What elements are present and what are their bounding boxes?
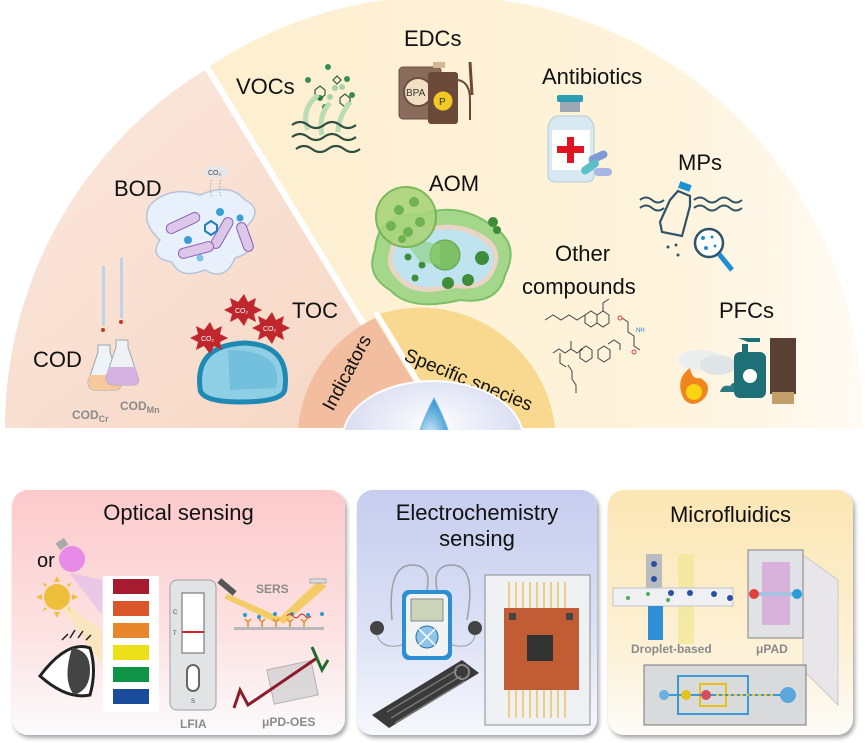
- sun-icon: [36, 576, 78, 618]
- vocs-label: VOCs: [236, 74, 295, 99]
- bod-label: BOD: [114, 176, 162, 201]
- cod-label: COD: [33, 347, 82, 372]
- mps-label: MPs: [678, 150, 722, 175]
- bpa-badge: BPA: [406, 88, 426, 99]
- lfia-strip-icon: C T S: [169, 579, 217, 711]
- toc-label: TOC: [292, 298, 338, 323]
- titration-flasks-icon: [87, 258, 139, 391]
- p-badge: P: [439, 97, 446, 108]
- pfcs-label: PFCs: [719, 298, 774, 323]
- bpa-pesticide-icon: BPA P: [398, 61, 474, 124]
- color-band: [113, 601, 149, 616]
- nh-text: NH: [636, 328, 645, 334]
- upad-label: μPAD: [756, 642, 788, 656]
- color-band: [113, 645, 149, 660]
- antibiotics-label: Antibiotics: [542, 64, 642, 89]
- electrochemistry-illustration: [370, 564, 591, 728]
- foam-bottle-icon: [678, 338, 796, 404]
- optical-sensing-illustration: or C T S LFIA: [36, 537, 330, 731]
- upad-chip-icon: [747, 549, 839, 707]
- upd-oes-icon: [232, 646, 330, 709]
- electrochemistry-title-line2: sensing: [439, 526, 515, 551]
- specific-species-band: [380, 307, 555, 428]
- potentiostat-device-icon: [370, 564, 482, 660]
- droplet-chip-icon: [612, 554, 734, 644]
- integrated-chip-icon: [643, 664, 807, 726]
- lfia-label: LFIA: [180, 717, 207, 731]
- optical-sensing-title: Optical sensing: [103, 500, 254, 525]
- chemical-structures-icon: NH: [544, 298, 645, 393]
- droplet-based-label: Droplet-based: [631, 642, 712, 656]
- cod-mn-label: CODMn: [120, 399, 160, 415]
- screen-printed-electrode-icon: [372, 660, 479, 728]
- microfluidics-illustration: Droplet-based μPAD: [612, 549, 839, 726]
- edcs-label: EDCs: [404, 26, 461, 51]
- microplastic-bottle-icon: [639, 181, 743, 272]
- electrochemistry-sensing-panel: Electrochemistry sensing: [357, 490, 597, 735]
- other-compounds-label-2: compounds: [522, 274, 636, 299]
- lfia-c-mark: C: [173, 610, 178, 616]
- sers-label: SERS: [256, 582, 289, 596]
- upd-oes-label: μPD-OES: [262, 715, 315, 729]
- algae-pond-icon: [371, 186, 512, 306]
- microfluidics-panel: Microfluidics Droplet-based μPAD: [608, 490, 853, 735]
- electrochemistry-title-line1: Electrochemistry: [395, 500, 559, 525]
- microbe-icon: CO₂: [145, 166, 256, 275]
- cod-cr-label: CODCr: [72, 408, 109, 424]
- color-band: [113, 667, 149, 682]
- toc-co2-text-3: CO₂: [263, 326, 277, 333]
- pollutant-semicircle: Indicators Specific species BOD CO₂ COD …: [4, 0, 863, 430]
- water-drop-icon: [419, 396, 449, 430]
- or-label: or: [37, 550, 55, 572]
- volatile-molecules-icon: [291, 64, 361, 154]
- toc-co2-text-2: CO₂: [235, 308, 249, 315]
- other-compounds-label-1: Other: [555, 241, 610, 266]
- color-band: [113, 579, 149, 594]
- color-band: [113, 689, 149, 704]
- optical-sensing-panel: Optical sensing or C T S LFIA: [12, 490, 345, 735]
- chip-electrode-icon: [484, 574, 591, 726]
- medicine-vial-icon: [547, 95, 612, 183]
- bod-co2-text: CO₂: [208, 170, 222, 177]
- light-bulb-icon: [55, 537, 85, 572]
- microfluidics-title: Microfluidics: [669, 502, 792, 527]
- sers-icon: [217, 578, 327, 630]
- toc-co2-text-1: CO₂: [201, 336, 215, 343]
- color-band: [113, 623, 149, 638]
- aom-label: AOM: [429, 171, 479, 196]
- cell-co2-icon: CO₂ CO₂ CO₂: [190, 294, 290, 405]
- eye-icon: [37, 629, 95, 698]
- lfia-t-mark: T: [173, 631, 177, 637]
- lfia-s-mark: S: [191, 699, 195, 705]
- color-strip: [113, 579, 149, 704]
